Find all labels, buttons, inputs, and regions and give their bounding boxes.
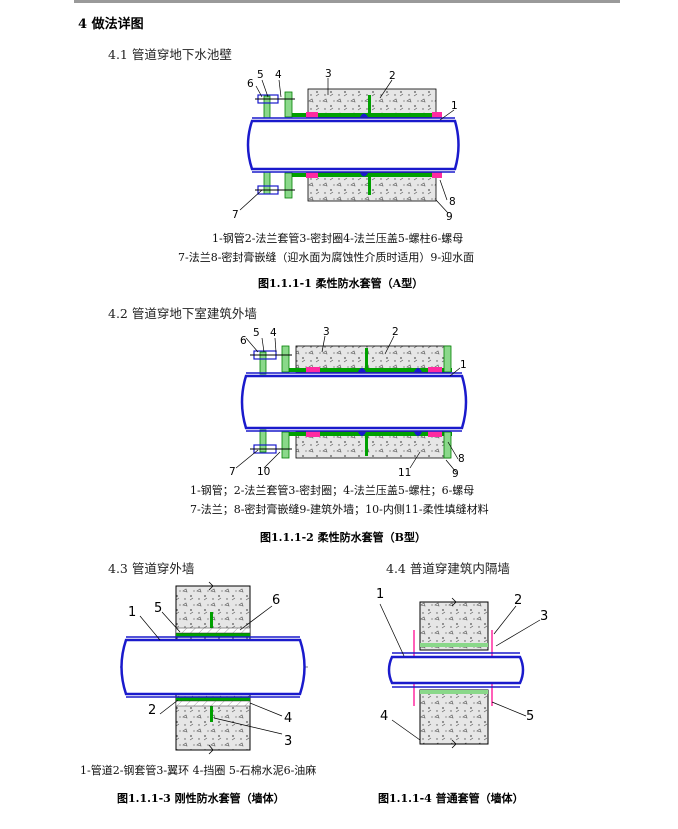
s3-heading: 4.3 管道穿外墙 <box>108 561 195 576</box>
s4-heading: 4.4 普道穿建筑内隔墙 <box>386 561 510 576</box>
s2-callout-7: 7 <box>229 466 236 478</box>
s4-caption: 图1.1.1-4 普通套管（墙体） <box>378 792 524 805</box>
s1-callout-5: 5 <box>257 69 264 81</box>
figure-a-type-sleeve <box>239 78 460 214</box>
s3-callout-2: 2 <box>148 703 156 718</box>
s3-caption: 图1.1.1-3 刚性防水套管（墙体） <box>117 792 285 805</box>
s2-callout-10: 10 <box>257 466 270 478</box>
s3-callout-4: 4 <box>284 711 292 726</box>
s2-heading: 4.2 管道穿地下室建筑外墙 <box>108 306 257 321</box>
s2-callout-6: 6 <box>240 335 247 347</box>
s2-legend-line2: 7-法兰；8-密封膏嵌缝9-建筑外墙；10-内侧11-柔性填缝材料 <box>190 503 489 516</box>
section-title: 4 做法详图 <box>78 17 144 32</box>
s2-callout-4: 4 <box>270 327 277 339</box>
s1-callout-1: 1 <box>451 100 458 112</box>
s3-callout-5: 5 <box>154 601 162 616</box>
s1-callout-2: 2 <box>389 70 396 82</box>
s1-callout-9: 9 <box>446 211 453 223</box>
s2-callout-1: 1 <box>460 359 467 371</box>
s3-callout-1: 1 <box>128 605 136 620</box>
s1-caption: 图1.1.1-1 柔性防水套管（A型） <box>258 277 424 290</box>
s4-callout-2: 2 <box>514 593 522 608</box>
s2-callout-5: 5 <box>253 327 260 339</box>
top-rule <box>74 0 620 3</box>
s4-callout-3: 3 <box>540 609 548 624</box>
s2-callout-3: 3 <box>323 326 330 338</box>
figure-rigid-sleeve <box>120 581 308 755</box>
s1-legend-line1: 1-钢管2-法兰套管3-密封圈4-法兰压盖5-螺柱6-螺母 <box>212 232 464 245</box>
s1-callout-6: 6 <box>247 78 254 90</box>
s3-legend: 1-管道2-钢套管3-翼环 4-挡圈 5-石棉水泥6-油麻 <box>80 764 317 777</box>
s1-callout-7: 7 <box>232 209 239 221</box>
s3-callout-6: 6 <box>272 593 280 608</box>
s2-callout-9: 9 <box>452 468 459 480</box>
s1-callout-4: 4 <box>275 69 282 81</box>
s2-callout-8: 8 <box>458 453 465 465</box>
s3-callout-3: 3 <box>284 734 292 749</box>
s1-heading: 4.1 管道穿地下水池壁 <box>108 47 232 62</box>
s4-callout-4: 4 <box>380 709 388 724</box>
s4-callout-5: 5 <box>526 709 534 724</box>
figure-common-sleeve <box>379 597 541 749</box>
s4-callout-1: 1 <box>376 587 384 602</box>
figure-b-type-sleeve <box>235 335 468 473</box>
s1-legend-line2: 7-法兰8-密封膏嵌缝（迎水面为腐蚀性介质时适用）9-迎水面 <box>178 251 475 264</box>
s1-callout-3: 3 <box>325 68 332 80</box>
s2-callout-2: 2 <box>392 326 399 338</box>
s1-callout-8: 8 <box>449 196 456 208</box>
s2-caption: 图1.1.1-2 柔性防水套管（B型） <box>260 531 426 544</box>
s2-callout-11: 11 <box>398 467 411 479</box>
s2-legend-line1: 1-钢管；2-法兰套管3-密封圈；4-法兰压盖5-螺柱；6-螺母 <box>190 484 475 497</box>
